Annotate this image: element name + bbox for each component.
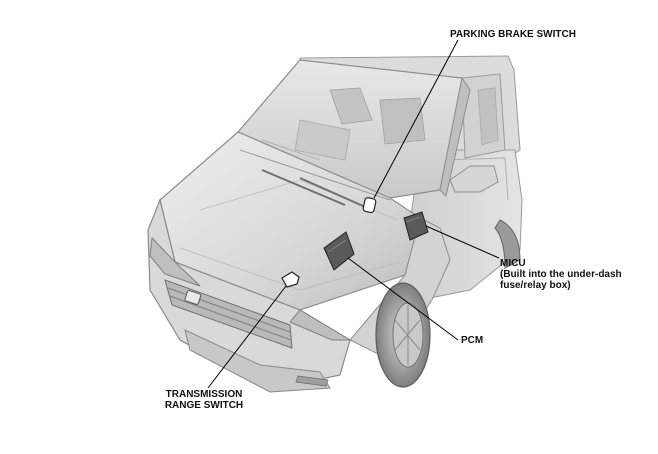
transmission-range-switch-component: [281, 271, 300, 288]
leader-micu: [425, 225, 500, 259]
leader-parking-brake: [373, 39, 459, 199]
label-text: fuse/relay box): [500, 280, 571, 291]
micu-component: [403, 211, 429, 241]
label-parking-brake-switch: PARKING BRAKE SWITCH: [450, 29, 576, 40]
pcm-component: [323, 231, 355, 271]
label-text: MICU: [500, 258, 526, 269]
label-micu: MICU (Built into the under-dash fuse/rel…: [500, 258, 622, 291]
a-pillar: [439, 76, 471, 197]
label-text: RANGE SWITCH: [164, 400, 244, 411]
parking-brake-switch-component: [362, 197, 377, 214]
label-pcm: PCM: [461, 335, 483, 346]
leader-transmission: [207, 285, 287, 389]
label-text: (Built into the under-dash: [500, 269, 622, 280]
side-window: [461, 73, 506, 159]
front-bumper: [147, 198, 352, 393]
rear-wheel: [494, 219, 521, 269]
windshield: [237, 59, 463, 199]
side-mirror: [449, 165, 499, 193]
emblem: [184, 290, 202, 305]
label-text: PARKING BRAKE SWITCH: [450, 29, 576, 40]
front-wheel: [375, 282, 431, 388]
leader-pcm: [347, 257, 459, 341]
leader-lines: [207, 39, 500, 389]
label-transmission-range-switch: TRANSMISSION RANGE SWITCH: [158, 389, 250, 411]
label-text: TRANSMISSION: [165, 389, 243, 400]
front-grille: [164, 279, 293, 349]
label-text: PCM: [461, 335, 484, 346]
windshield-wipers: [239, 149, 391, 211]
